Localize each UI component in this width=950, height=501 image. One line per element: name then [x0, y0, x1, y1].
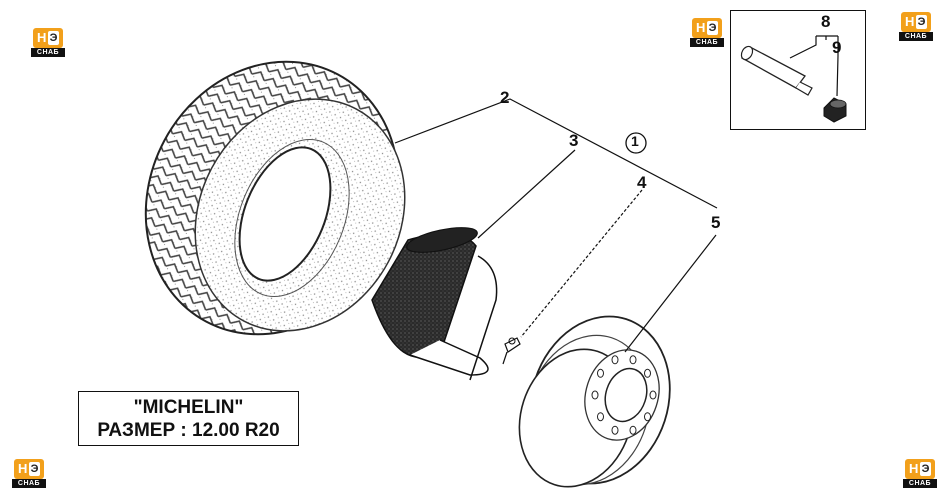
valve-parts-inset	[730, 10, 866, 130]
rim-bolt-holes	[591, 355, 657, 435]
valve-extension	[740, 45, 813, 96]
bolt-hole	[644, 368, 651, 378]
logo-caption: СНАБ	[690, 38, 724, 47]
callout-rim: 5	[711, 213, 721, 232]
assembly-circle-marker	[625, 132, 647, 154]
tyre-spec-box: "MICHELIN" РАЗМЕР : 12.00 R20	[78, 391, 299, 446]
bolt-hole	[597, 412, 604, 422]
bolt-hole	[597, 368, 604, 378]
logo-mark: Н Э	[901, 12, 931, 32]
valve	[502, 337, 521, 365]
bolt-hole	[644, 412, 651, 422]
callout-tyre: 2	[500, 88, 510, 107]
bolt-hole	[649, 390, 657, 400]
tyre	[144, 60, 406, 336]
logo-caption: СНАБ	[903, 479, 937, 488]
logo-caption: СНАБ	[12, 479, 46, 488]
size-label: РАЗМЕР : 12.00 R20	[97, 420, 280, 441]
bolt-hole	[611, 425, 619, 435]
logo-caption: СНАБ	[31, 48, 65, 57]
callout-assembly: 1	[631, 133, 639, 149]
logo-mark: Н Э	[14, 459, 44, 479]
brand-logo-top-middle: Н Э СНАБ	[690, 18, 724, 48]
brand-logo-bottom-right: Н Э СНАБ	[903, 459, 937, 489]
tube-flap	[371, 227, 498, 381]
logo-mark: Н Э	[905, 459, 935, 479]
logo-mark: Н Э	[33, 28, 63, 48]
bolt-hole	[591, 390, 599, 400]
wheel-rim	[518, 315, 671, 488]
callout-flap: 3	[569, 131, 579, 150]
callout-valve-cap: 9	[832, 38, 842, 57]
leader-lines	[394, 35, 839, 353]
bolt-hole	[629, 355, 637, 365]
logo-mark: Н Э	[692, 18, 722, 38]
brand-logo-top-left: Н Э СНАБ	[31, 28, 65, 58]
valve-cap	[823, 97, 847, 123]
brand-logo-bottom-left: Н Э СНАБ	[12, 459, 46, 489]
callout-valve: 4	[637, 173, 647, 192]
bolt-hole	[611, 355, 619, 365]
callout-valve-extension: 8	[821, 12, 831, 31]
brand-label: "MICHELIN"	[133, 397, 244, 418]
bolt-hole	[629, 425, 637, 435]
logo-caption: СНАБ	[899, 32, 933, 41]
brand-logo-top-right: Н Э СНАБ	[899, 12, 933, 42]
